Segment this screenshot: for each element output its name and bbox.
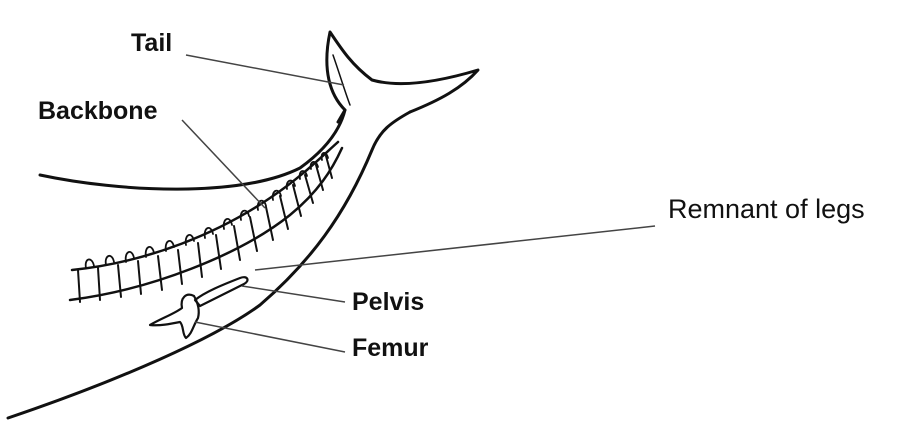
spinous-processes [84, 152, 329, 269]
femur-leader-line [194, 321, 346, 353]
vertebrae [77, 155, 333, 303]
tail-label: Tail [131, 29, 173, 57]
body-outline-lower [6, 110, 412, 420]
pelvis-bone [193, 276, 249, 308]
femur-label: Femur [352, 334, 429, 362]
pelvis-leader-line [241, 285, 346, 303]
pelvis-label: Pelvis [352, 288, 425, 316]
body-outline-upper [38, 108, 347, 191]
tail-leader-line [185, 54, 345, 86]
leader-lines [181, 54, 656, 353]
backbone-leader-line [181, 119, 266, 209]
tail-fluke [325, 30, 480, 114]
fluke-inner-line [332, 54, 351, 106]
remnant-of-legs-label: Remnant of legs [668, 194, 865, 224]
remnant-leader-line [254, 225, 656, 271]
femur-bone [148, 293, 200, 340]
backbone-label: Backbone [38, 97, 158, 125]
